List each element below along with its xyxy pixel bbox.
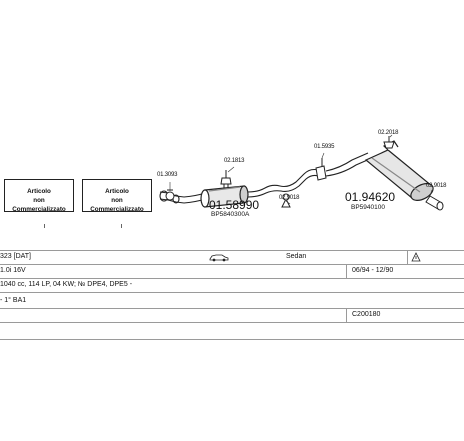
rear-silencer-code: BP5940100 — [351, 204, 385, 211]
not-available-note-left: Articolo non Commercializzato — [4, 179, 74, 213]
reference-code: C200180 — [352, 311, 381, 318]
tick-mark-left — [44, 224, 45, 228]
table-border-top — [0, 250, 464, 251]
car-icon — [209, 254, 229, 262]
ref-column-separator — [346, 308, 347, 322]
intermediate-pipe — [247, 168, 319, 198]
part-number-02-1813: 02.1813 — [224, 158, 245, 164]
flange-5 — [315, 158, 327, 181]
tick-mark-right — [121, 224, 122, 228]
icon-column-separator — [407, 250, 408, 264]
warning-flag-icon — [411, 252, 421, 262]
clamp-1 — [165, 189, 175, 201]
table-divider-5 — [0, 322, 464, 323]
part-number-01-5935: 01.5935 — [314, 144, 335, 150]
middle-silencer — [200, 185, 249, 208]
part-number-01-3093: 01.3093 — [157, 172, 178, 178]
production-dates: 06/94 - 12/90 — [352, 267, 394, 274]
table-divider-2 — [0, 278, 464, 279]
body-type: Sedan — [286, 253, 307, 260]
engine-description: 1.0i 16V — [0, 267, 26, 274]
table-divider-1 — [0, 264, 464, 265]
rear-silencer-number: 01.94620 — [345, 190, 396, 204]
table-divider-3 — [0, 292, 464, 293]
tail-pipe — [425, 195, 444, 211]
not-available-note-right: Articolo non Commercializzato — [82, 179, 152, 213]
model-code: - 1° BA1 — [0, 297, 27, 304]
part-number-02-2018: 02.2018 — [378, 130, 399, 136]
hanger-6 — [383, 136, 395, 149]
leader-lines — [169, 134, 433, 205]
hanger-2 — [220, 170, 232, 188]
middle-silencer-number: 01.58990 — [209, 198, 260, 212]
vehicle-model: 323 [DAT] — [0, 253, 31, 260]
rear-pipe — [325, 152, 373, 177]
middle-silencer-code: BP5840300A — [211, 211, 250, 218]
part-number-02-9018-b: 02.9018 — [426, 183, 447, 189]
table-border-bottom — [0, 339, 464, 340]
date-column-separator — [346, 264, 347, 278]
part-number-02-9018-a: 02.9018 — [279, 195, 300, 201]
table-divider-4 — [0, 308, 464, 309]
engine-codes: 1040 cc, 114 LP, 04 KW; № DPE4, DPE5 - — [0, 281, 133, 288]
hanger-3 — [281, 193, 291, 208]
